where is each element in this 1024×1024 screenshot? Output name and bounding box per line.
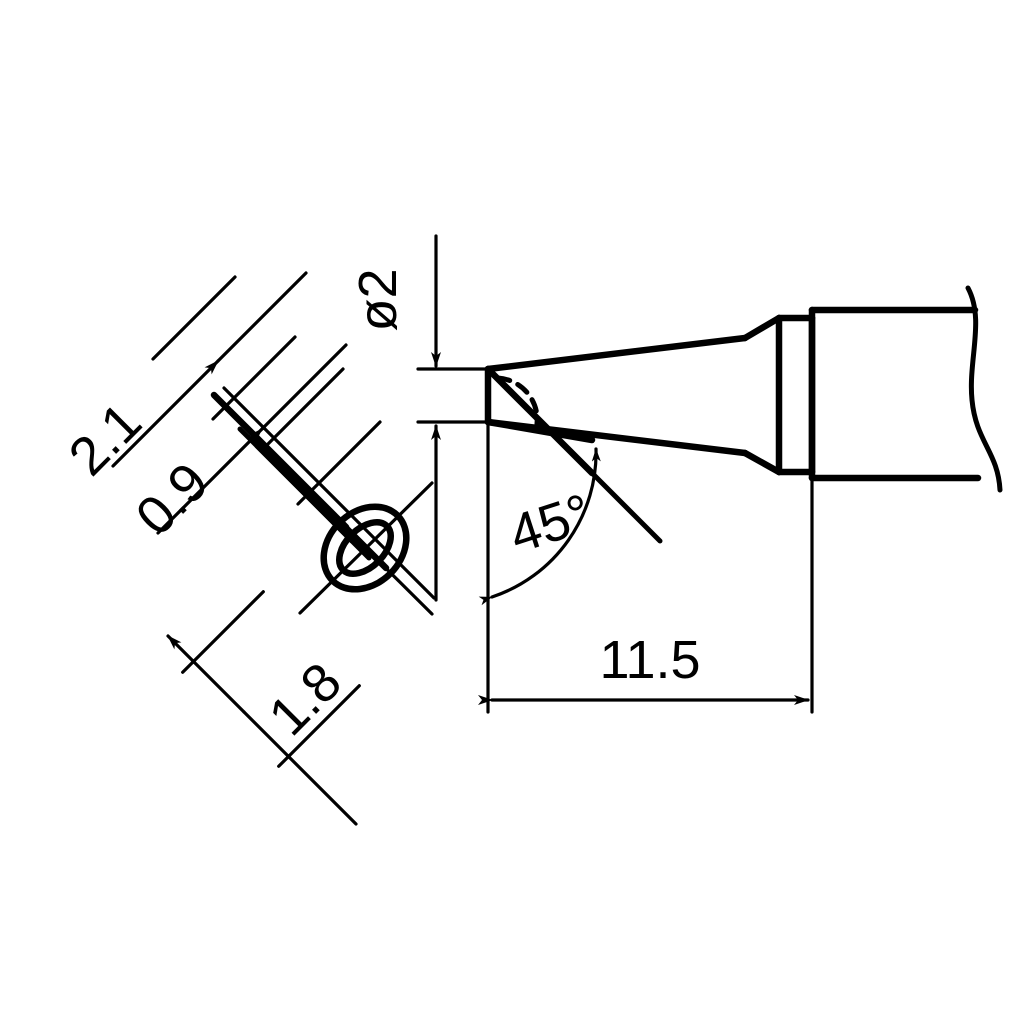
tube-axis-centerline (222, 386, 436, 600)
dim-2-1-label: 2.1 (58, 392, 154, 488)
dim-1-8-ext-line-b (277, 684, 361, 768)
end-view-centerline-minor (298, 481, 434, 615)
dim-0-9-ext-line-a (211, 335, 297, 421)
bevel-radius-dashed-arc (495, 375, 540, 433)
dim-2-1-upper-leg (216, 271, 308, 363)
dim-1-8-ext-line-a (181, 590, 265, 674)
dimension-dia-2: ø2 (348, 234, 494, 602)
break-line (965, 285, 1003, 493)
cone-top-edge (484, 334, 749, 373)
bevel-cut-extension (589, 470, 663, 544)
shoulder-chamfer-top (741, 314, 783, 342)
dimension-2-1: 2.1 (58, 271, 345, 488)
dim-angle-45-label: 45° (502, 483, 598, 565)
dim-0-9-upper-leg (260, 343, 348, 431)
shoulder-chamfer-bottom (741, 449, 783, 476)
dim-dia2-label: ø2 (348, 268, 408, 331)
dimension-angle-45: 45° (478, 447, 601, 606)
angle-45-arc (478, 447, 601, 606)
rotated-end-view (210, 386, 436, 616)
iron-body-outline (484, 285, 1003, 493)
dim-0-9-ext-line-b (296, 420, 382, 506)
dim-2-1-ext-line-a (151, 275, 237, 361)
bevel-face-lower-edge (484, 418, 596, 444)
dim-2-1-arrow-lower (111, 359, 220, 468)
dimension-11-5: 11.5 (478, 367, 814, 714)
dim-0-9-label: 0.9 (125, 452, 221, 548)
tube-bore-wall-lower (254, 443, 372, 561)
dim-2-1-ext-line-b (259, 367, 345, 453)
dim-1-8-arrow-upper (166, 634, 246, 714)
dim-0-9-arrow-lower (156, 427, 264, 535)
dim-1-8-label: 1.8 (258, 652, 354, 748)
dim-11-5-label: 11.5 (599, 630, 700, 690)
dim-1-8-tail (242, 710, 358, 826)
dimension-1-8: 1.8 (166, 590, 361, 826)
